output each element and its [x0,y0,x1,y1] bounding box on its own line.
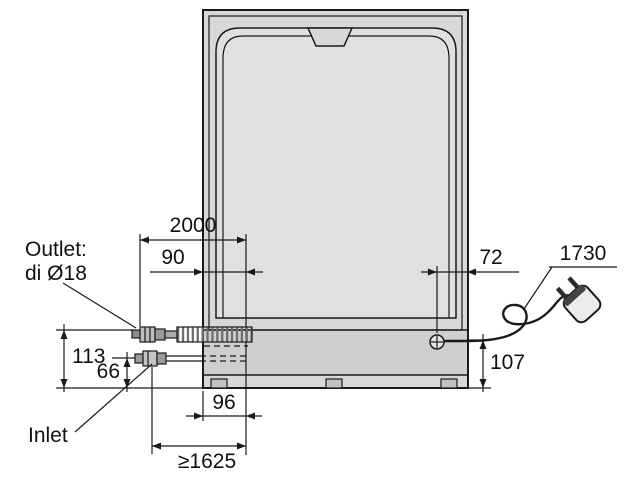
power-plug-icon [555,276,602,324]
dimension-inlet-hose-min-length: ≥1625 [151,367,246,473]
outlet-leader-line [62,282,137,329]
dim-96-label: 96 [212,391,235,414]
dim-90-label: 90 [161,246,184,269]
drain-hose-outline [176,326,253,343]
drain-hose [131,326,253,343]
inlet-leader-line [74,363,153,433]
dim-113-label: 113 [72,345,105,368]
dimension-drain-side-offset: 90 [150,246,263,276]
cable-fixing-screw-icon [429,334,445,350]
dimension-drain-outlet-height: 113 [56,324,203,392]
drain-connector-nut [139,326,156,343]
callout-inlet: Inlet [28,363,153,447]
drain-connector-neck [164,330,178,339]
dimension-power-cable-length: 1730 [523,242,617,310]
dim-1730-label: 1730 [560,242,607,265]
dimension-cable-side-offset: 72 [421,246,519,333]
appliance-rear-view [202,9,469,389]
outlet-label-line2: di Ø18 [25,262,87,285]
inlet-label: Inlet [28,424,68,447]
dimension-drain-end-offset: 96 [186,391,262,421]
door-panel [215,27,457,319]
callout-outlet: Outlet: di Ø18 [25,238,137,329]
dim-2000-label: 2000 [170,214,217,237]
handle-recess [306,27,354,47]
dim-66-label: 66 [97,360,120,383]
drain-connector-collar [154,328,166,341]
foot-center [325,378,343,389]
drain-connector-tip [131,329,141,339]
foot-left [210,378,228,389]
dimension-cable-exit-height: 107 [468,334,525,392]
dim-107-label: 107 [490,351,525,374]
plug-face-band [563,284,586,306]
outlet-label-line1: Outlet: [25,238,87,261]
inlet-hose [134,350,200,367]
dim-1625-label: ≥1625 [178,450,236,473]
inlet-connector-tip [134,353,144,364]
plinth [204,331,467,375]
inlet-connector-nut [142,350,158,367]
foot-right [440,378,458,389]
inlet-connector-collar [156,352,167,365]
dim-72-label: 72 [479,246,502,269]
hidden-lines [200,345,248,362]
dimension-drain-hose-length: 2000 [139,214,247,455]
